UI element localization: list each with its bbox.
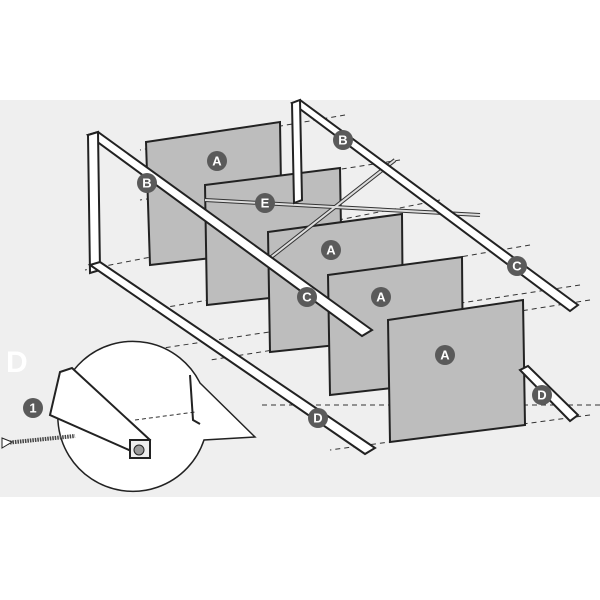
callout-a2: A	[321, 240, 341, 260]
callout-d1: D	[308, 408, 328, 428]
callout-a4: A	[435, 345, 455, 365]
svg-text:C: C	[512, 259, 522, 274]
svg-text:1: 1	[29, 401, 36, 416]
step-label: D	[6, 346, 28, 379]
frames	[85, 98, 580, 456]
svg-text:C: C	[302, 290, 312, 305]
detail-callout	[1, 340, 257, 493]
svg-text:B: B	[142, 176, 151, 191]
svg-text:D: D	[313, 411, 322, 426]
right-post	[290, 98, 304, 205]
callout-a3: A	[371, 287, 391, 307]
callout-1: 1	[23, 398, 43, 418]
callout-c1: C	[297, 287, 317, 307]
callout-c2: C	[507, 256, 527, 276]
svg-text:A: A	[376, 290, 386, 305]
svg-text:A: A	[212, 154, 222, 169]
svg-text:A: A	[326, 243, 336, 258]
bolt-icon	[4, 434, 76, 445]
callout-labels: A A A A B B C C D D E 1	[23, 130, 552, 428]
svg-text:E: E	[261, 196, 270, 211]
callout-b2: B	[333, 130, 353, 150]
left-post	[86, 130, 102, 275]
callout-d2: D	[532, 385, 552, 405]
svg-text:A: A	[440, 348, 450, 363]
callout-b1: B	[137, 173, 157, 193]
panel-a5	[386, 298, 527, 444]
svg-text:D: D	[537, 388, 546, 403]
svg-text:B: B	[338, 133, 347, 148]
callout-a1: A	[207, 151, 227, 171]
left-bottom-rail	[87, 260, 377, 456]
callout-e: E	[255, 193, 275, 213]
